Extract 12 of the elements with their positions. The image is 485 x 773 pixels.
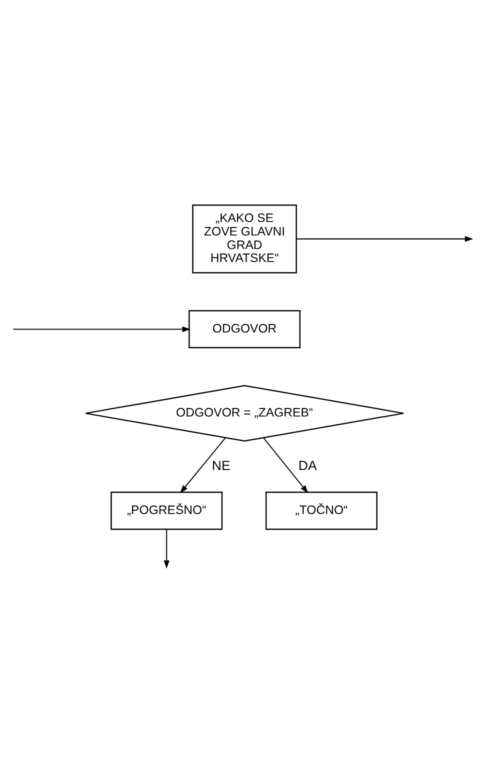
node-diamond: ODGOVOR = „ZAGREB“	[84, 385, 404, 442]
node-box: ODGOVOR	[188, 310, 301, 348]
arrow	[13, 326, 191, 332]
arrow	[164, 529, 170, 569]
node-box: „KAKO SE ZOVE GLAVNI GRAD HRVATSKE“	[192, 204, 297, 274]
edge-label: DA	[298, 458, 316, 474]
node-box: „POGREŠNO“	[110, 492, 223, 530]
arrow	[296, 236, 474, 242]
edge-label: NE	[212, 458, 230, 474]
node-box: „TOČNO“	[265, 492, 378, 530]
arrow	[180, 438, 226, 494]
arrow	[263, 438, 308, 494]
